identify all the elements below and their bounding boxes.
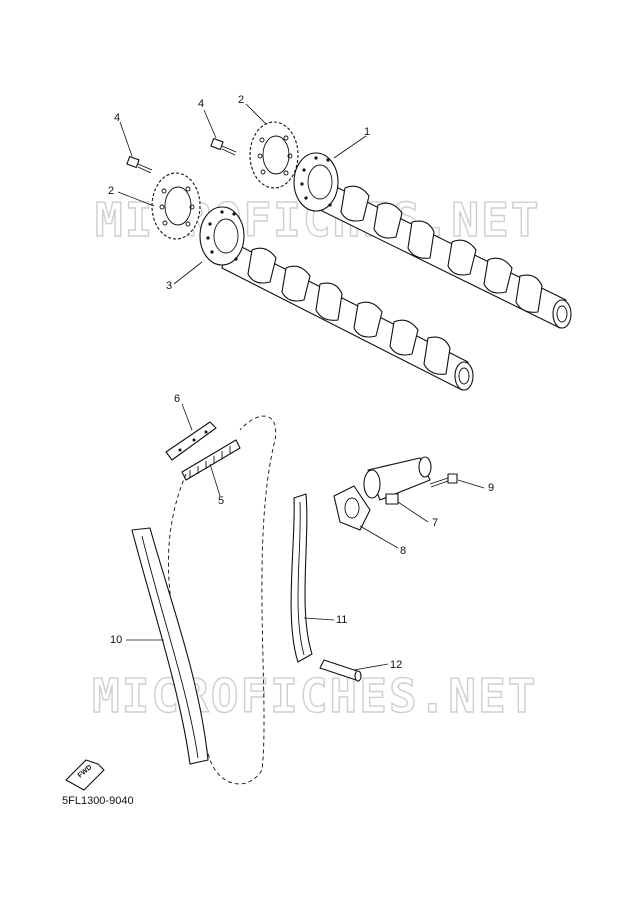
callout-8: 8 [400,545,406,557]
callout-1: 1 [364,126,370,138]
callout-12: 12 [390,659,402,671]
callout-11: 11 [336,614,347,626]
guide-pin [319,659,362,682]
camshaft-lower [199,206,474,391]
tensioner-bolt [429,473,458,488]
watermark-bottom: MICROFICHES.NET [92,669,537,723]
sprocket-lower [151,172,201,240]
chain-guide-front [290,493,313,663]
chain-guide-rear [131,527,209,765]
fwd-arrow-icon: FWD [65,759,105,791]
camshaft-upper [293,152,572,329]
bolt-upper [210,137,237,156]
callout-3: 3 [166,280,172,292]
callout-4-upper: 4 [198,98,204,110]
sprocket-upper [249,121,299,189]
leader-lines [117,103,485,671]
callout-9: 9 [488,482,494,494]
callout-10: 10 [110,634,122,646]
chain-tensioner [363,456,432,505]
callout-7: 7 [432,517,438,529]
callout-6: 6 [174,393,180,405]
tensioner-gasket [333,485,371,531]
chain-guide-top [165,421,217,461]
callout-2-upper: 2 [238,94,244,106]
callout-5: 5 [218,495,224,507]
document-number: 5FL1300-9040 [62,795,134,807]
callout-4-lower: 4 [114,112,120,124]
bolt-lower [126,155,153,174]
callout-2-lower: 2 [108,185,114,197]
